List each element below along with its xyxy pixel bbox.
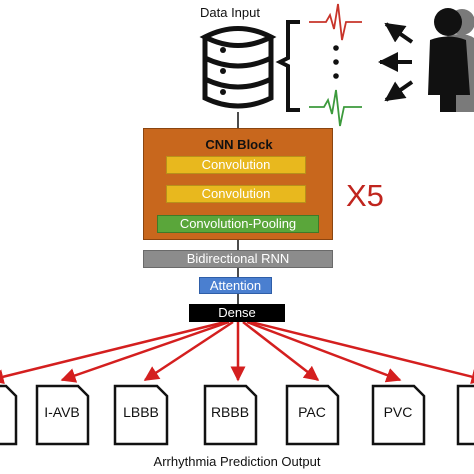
bidirectional-rnn-layer: Bidirectional RNN	[143, 250, 333, 268]
output-label-lbbb: LBBB	[123, 404, 159, 420]
cnn-block: CNN Block Convolution Convolution Convol…	[143, 128, 333, 240]
output-title: Arrhythmia Prediction Output	[153, 454, 321, 469]
convolution-pooling-layer: Convolution-Pooling	[157, 215, 319, 233]
output-label-rbbb: RBBB	[210, 404, 250, 420]
output-label-pvc: PVC	[383, 404, 413, 420]
output-label-pac: PAC	[298, 404, 326, 420]
ellipsis-dot	[333, 45, 339, 51]
ellipsis-dot	[333, 73, 339, 79]
bracket	[275, 20, 300, 112]
output-arrows	[0, 320, 474, 385]
cnn-block-title: CNN Block	[205, 137, 273, 152]
ellipsis-dot	[333, 59, 339, 65]
input-arrow	[384, 80, 414, 102]
input-arrow	[384, 22, 414, 44]
output-label-i-avb: I-AVB	[44, 404, 80, 420]
database-icon	[199, 26, 277, 109]
convolution-layer-1: Convolution	[166, 156, 306, 174]
convolution-layer-2: Convolution	[166, 185, 306, 203]
ecg-trace-icon	[309, 3, 362, 41]
data-input-label: Data Input	[200, 5, 260, 20]
attention-layer: Attention	[199, 277, 272, 294]
output-doc-shapes	[0, 384, 474, 446]
person-icon	[428, 8, 474, 112]
ecg-trace-icon	[309, 89, 362, 127]
repeat-label: X5	[346, 178, 384, 213]
dense-layer: Dense	[189, 304, 285, 322]
